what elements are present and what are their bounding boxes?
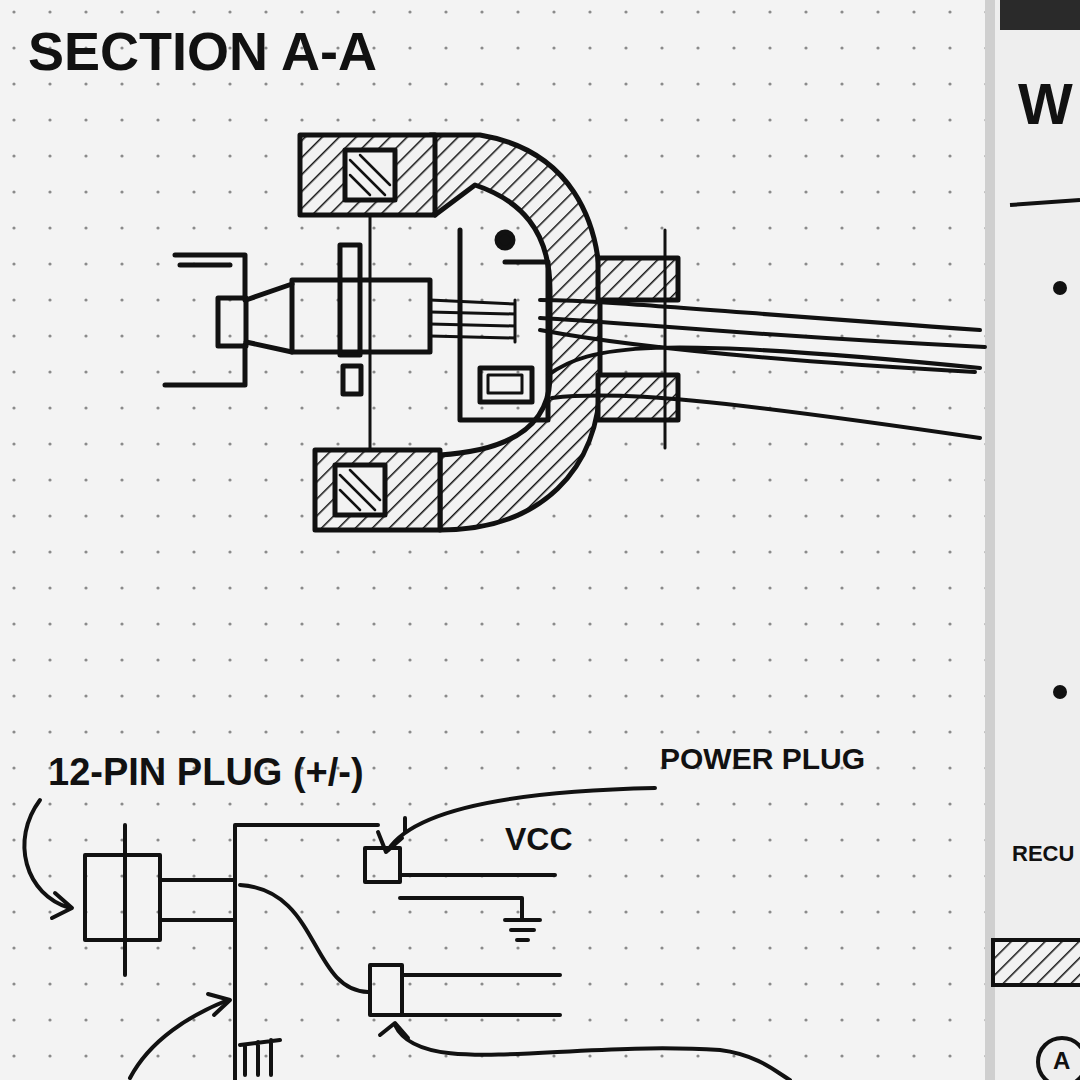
- board-plug: [480, 368, 532, 402]
- arrowhead: [380, 1023, 408, 1038]
- insert-hatch: [350, 155, 390, 195]
- connector-cone: [246, 284, 292, 352]
- paper-pages: [1000, 0, 1080, 30]
- leader-arrow: [24, 800, 70, 908]
- pin-plug: [85, 855, 160, 940]
- arrowhead: [208, 994, 230, 1015]
- top-block: [300, 135, 435, 215]
- paper-pages: [0, 0, 995, 1080]
- wires: [540, 300, 985, 438]
- board-plug-inner: [488, 375, 522, 393]
- insert-hatch: [340, 470, 380, 510]
- bullet: [1055, 283, 1065, 293]
- connector-bracket: [165, 255, 245, 385]
- clip-foot: [343, 366, 361, 394]
- top-insert: [345, 150, 395, 200]
- leader-arrow: [395, 1025, 790, 1080]
- board-line: [235, 825, 378, 1080]
- note-text: RECU: [1012, 842, 1074, 866]
- second-plug: [370, 965, 402, 1015]
- pins: [240, 1040, 280, 1075]
- schematic: [24, 788, 790, 1080]
- plug-ribbon: [160, 880, 235, 920]
- board-trace: [240, 885, 368, 992]
- page-heading: W: [1018, 72, 1073, 136]
- callout-letter: A: [1053, 1048, 1070, 1074]
- housing-section: [430, 135, 600, 530]
- clip: [340, 245, 360, 355]
- power-plug: [365, 848, 400, 882]
- paper-pages: [985, 0, 995, 1080]
- arrowhead: [52, 893, 72, 918]
- center-line: [369, 215, 372, 450]
- paper-pages: [992, 0, 1080, 1080]
- ribbon: [430, 300, 515, 342]
- pin-mark: [403, 818, 407, 832]
- paper-pages: [0, 0, 985, 1080]
- bottom-block: [315, 450, 440, 530]
- section-drawing: [165, 135, 985, 530]
- bottom-insert: [335, 465, 385, 515]
- bullet: [1055, 687, 1065, 697]
- leader-arrow: [130, 1000, 228, 1078]
- part-label: 12-PIN PLUG (+/-): [48, 752, 364, 794]
- screw: [497, 232, 513, 248]
- second-wires: [402, 975, 560, 1015]
- part-label: POWER PLUG: [660, 742, 865, 775]
- callout-circle: [1038, 1038, 1080, 1080]
- connector-tip: [218, 298, 246, 346]
- plug-line: [123, 825, 127, 975]
- pcb: [460, 230, 548, 420]
- power-wires: [400, 875, 555, 918]
- signal-name: VCC: [505, 822, 573, 857]
- section-title: SECTION A-A: [28, 22, 377, 81]
- flange-line: [664, 230, 667, 448]
- underline: [1010, 200, 1080, 205]
- ground-symbol: [505, 920, 540, 940]
- hatched-bar: [993, 940, 1080, 985]
- facing-page-marks: [993, 200, 1080, 1080]
